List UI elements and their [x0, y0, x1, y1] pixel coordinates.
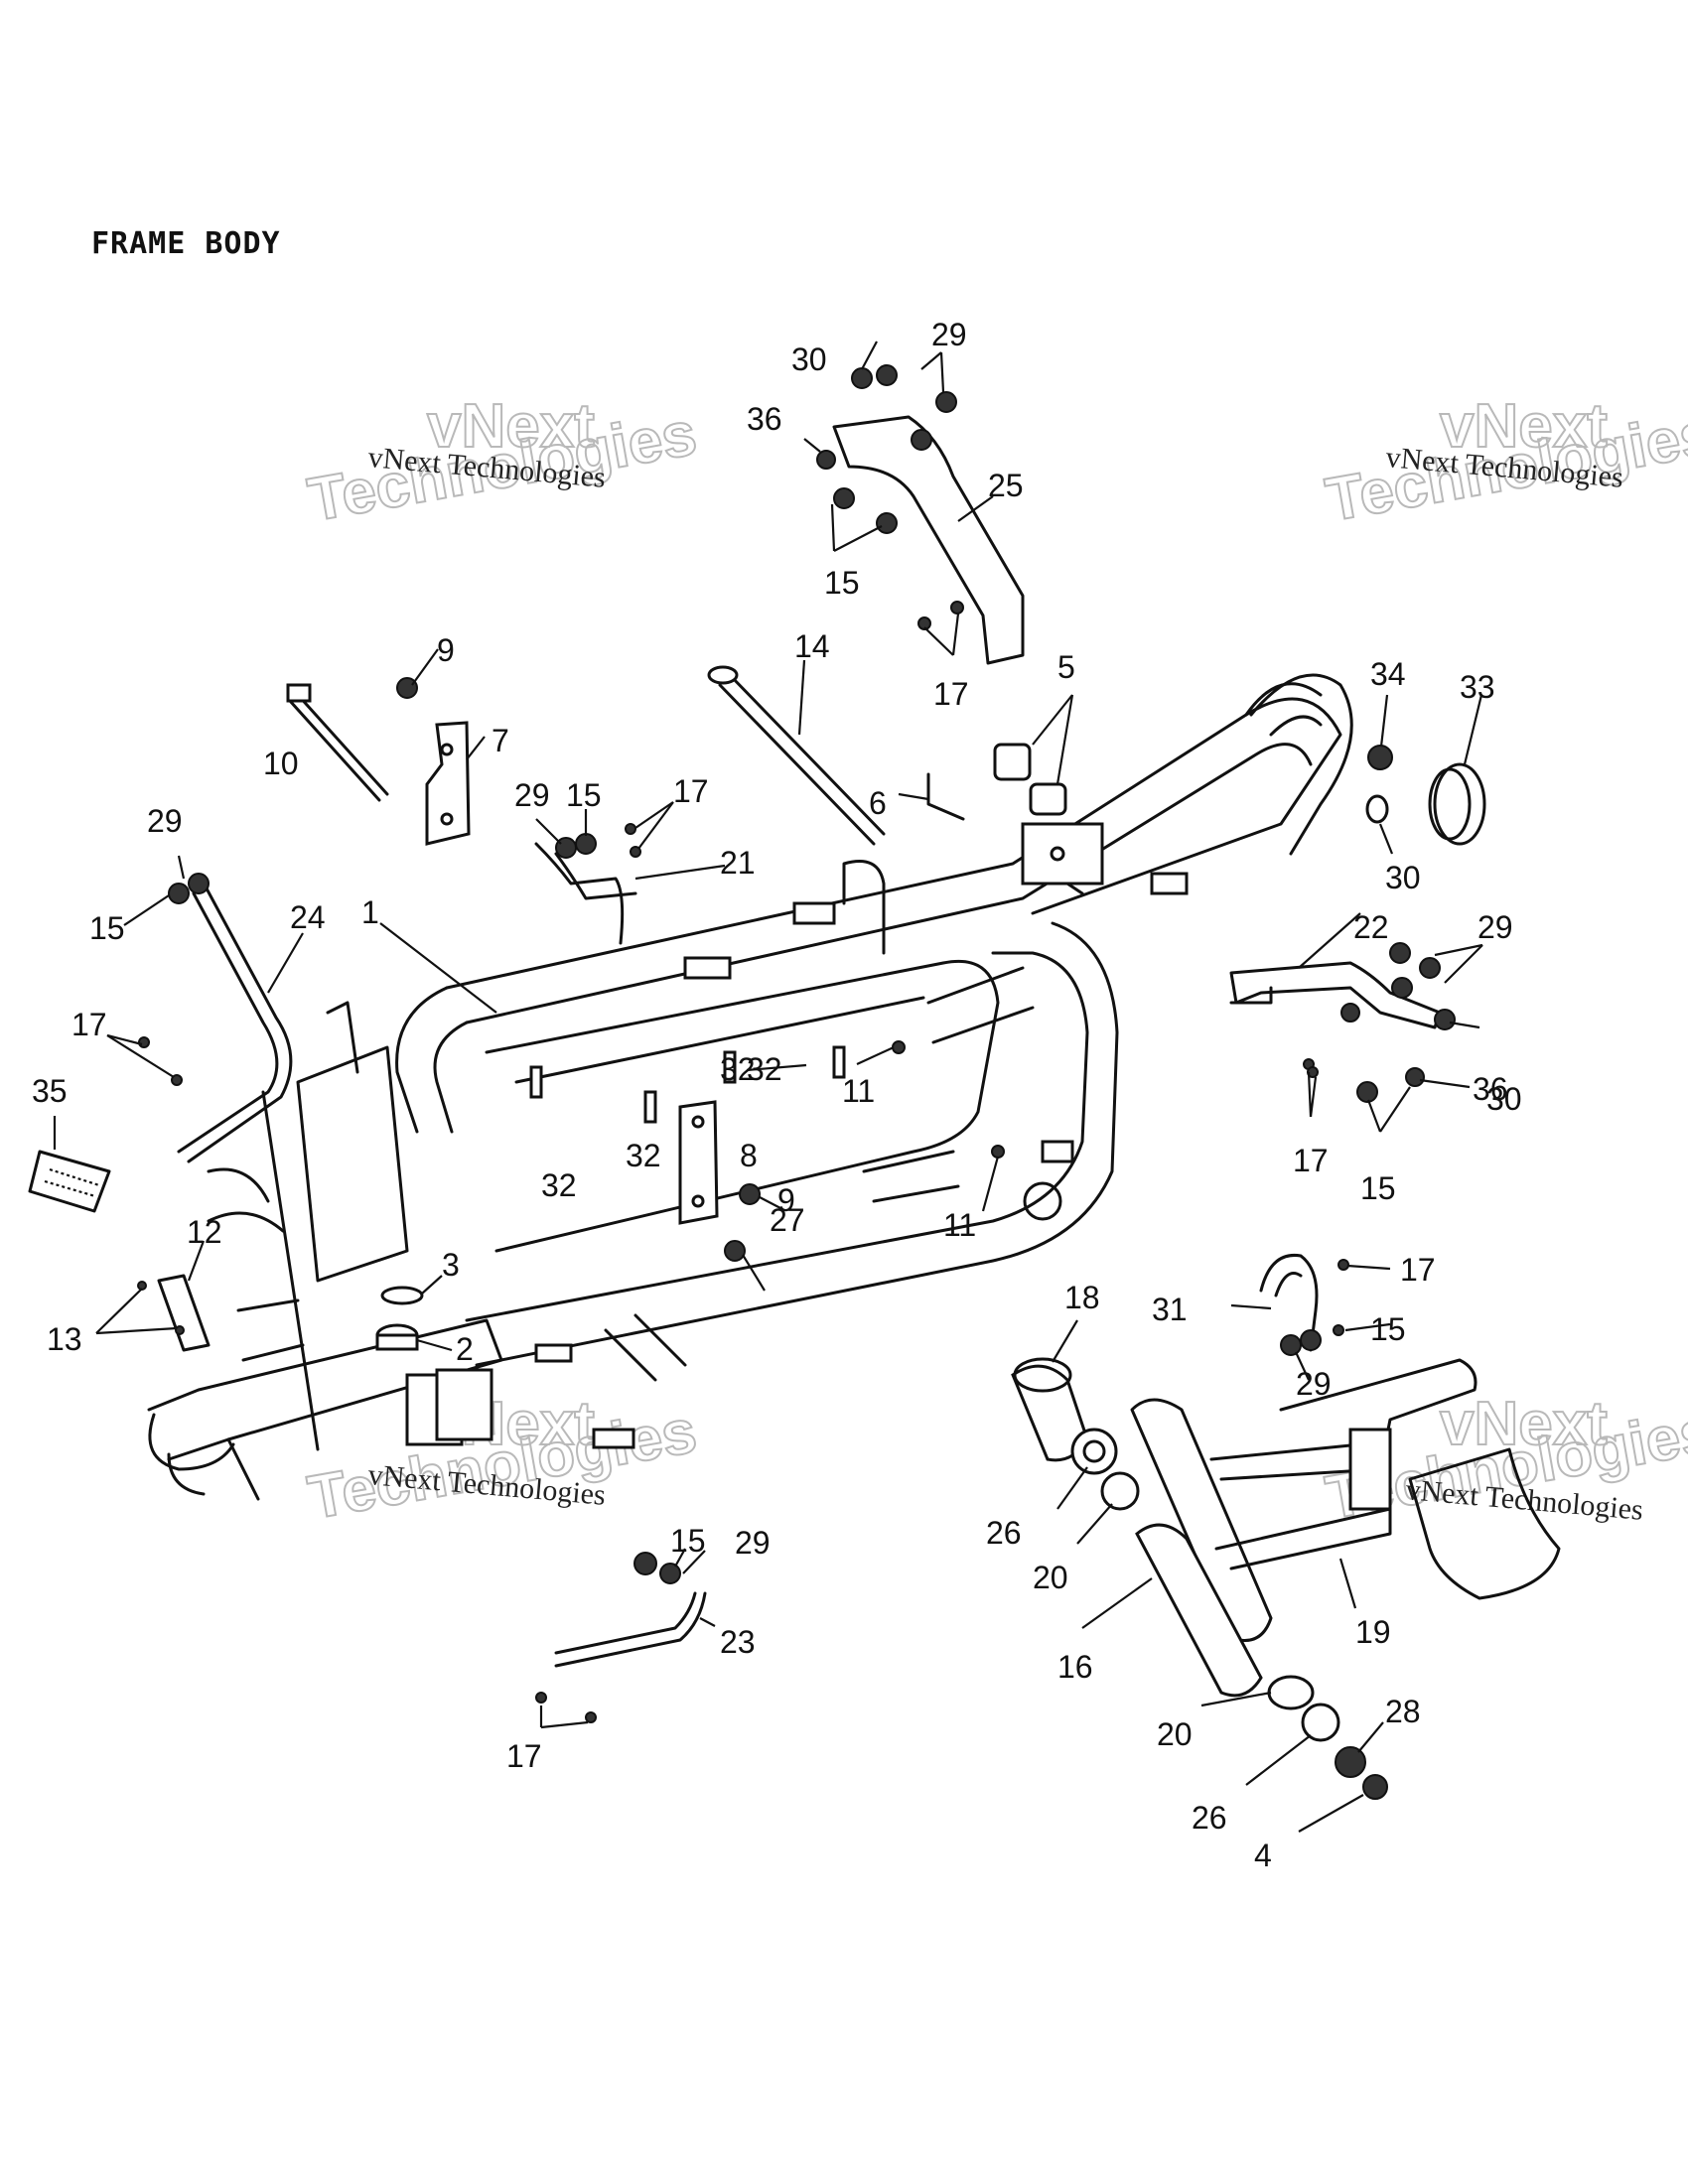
callout-21: 21 [720, 845, 756, 881]
callout-17: 17 [1400, 1252, 1436, 1288]
callout-30: 30 [791, 341, 827, 377]
callout-15: 15 [89, 910, 125, 946]
callout-7: 7 [492, 723, 509, 758]
page-title: FRAME BODY [91, 226, 281, 261]
watermark-outline-line1: vNext [427, 392, 595, 461]
callout-34: 34 [1370, 656, 1406, 692]
callout-26: 26 [986, 1515, 1022, 1551]
callout-20: 20 [1157, 1716, 1193, 1752]
callout-15: 15 [566, 777, 602, 813]
callout-2: 2 [456, 1331, 474, 1367]
callout-32: 32 [720, 1051, 756, 1087]
callout-18: 18 [1064, 1280, 1100, 1315]
callout-17: 17 [673, 773, 709, 809]
callout-17: 17 [506, 1738, 542, 1774]
callout-29: 29 [147, 803, 183, 839]
callout-29: 29 [514, 777, 550, 813]
callout-27: 27 [770, 1202, 805, 1238]
callout-36: 36 [1473, 1071, 1508, 1107]
callout-5: 5 [1057, 649, 1075, 685]
callout-13: 13 [47, 1321, 82, 1357]
callout-20: 20 [1033, 1560, 1068, 1595]
callout-15: 15 [670, 1523, 706, 1559]
callout-9: 9 [437, 632, 455, 668]
callout-15: 15 [824, 565, 860, 601]
watermark-outline-line1: vNext [1440, 1390, 1608, 1458]
leader-lines [53, 341, 1483, 1833]
callout-15: 15 [1370, 1311, 1406, 1347]
callout-29: 29 [931, 317, 967, 352]
parts [28, 364, 1561, 1800]
callout-9: 9 [777, 1182, 795, 1218]
callout-16: 16 [1057, 1649, 1093, 1685]
callout-17: 17 [1293, 1143, 1329, 1178]
watermark-outline-line1: vNext [1440, 392, 1608, 461]
callout-23: 23 [720, 1624, 756, 1660]
callout-24: 24 [290, 899, 326, 935]
callout-25: 25 [988, 468, 1024, 503]
callout-32: 32 [626, 1138, 661, 1173]
callout-10: 10 [263, 746, 299, 781]
main-frame [147, 673, 1353, 1501]
callout-3: 3 [442, 1247, 460, 1283]
callout-30: 30 [1385, 860, 1421, 895]
callout-17: 17 [71, 1007, 107, 1042]
callout-36: 36 [747, 401, 782, 437]
callout-14: 14 [794, 628, 830, 664]
watermark: vNext Technologies vNext Technologies vN… [302, 391, 1688, 1534]
callout-26: 26 [1192, 1800, 1227, 1836]
callout-31: 31 [1152, 1292, 1188, 1327]
callout-12: 12 [187, 1214, 222, 1250]
callout-29: 29 [1296, 1366, 1332, 1402]
callout-17: 17 [933, 676, 969, 712]
callout-35: 35 [32, 1073, 68, 1109]
callout-11: 11 [842, 1073, 875, 1109]
callout-32: 32 [747, 1051, 782, 1087]
callout-19: 19 [1355, 1614, 1391, 1650]
callout-33: 33 [1460, 669, 1495, 705]
callout-22: 22 [1353, 909, 1389, 945]
callout-29: 29 [1477, 909, 1513, 945]
callout-4: 4 [1254, 1838, 1272, 1873]
callout-1: 1 [361, 894, 379, 930]
callout-29: 29 [735, 1525, 771, 1561]
callout-6: 6 [869, 785, 887, 821]
callout-32: 32 [541, 1167, 577, 1203]
callout-11: 11 [943, 1207, 976, 1243]
callout-15: 15 [1360, 1170, 1396, 1206]
callout-28: 28 [1385, 1694, 1421, 1729]
callout-labels: 1 2 3 4 5 6 7 8 9 9 10 11 11 12 13 14 15… [32, 317, 1522, 1873]
callout-8: 8 [740, 1138, 758, 1173]
callout-30: 30 [1486, 1081, 1522, 1117]
